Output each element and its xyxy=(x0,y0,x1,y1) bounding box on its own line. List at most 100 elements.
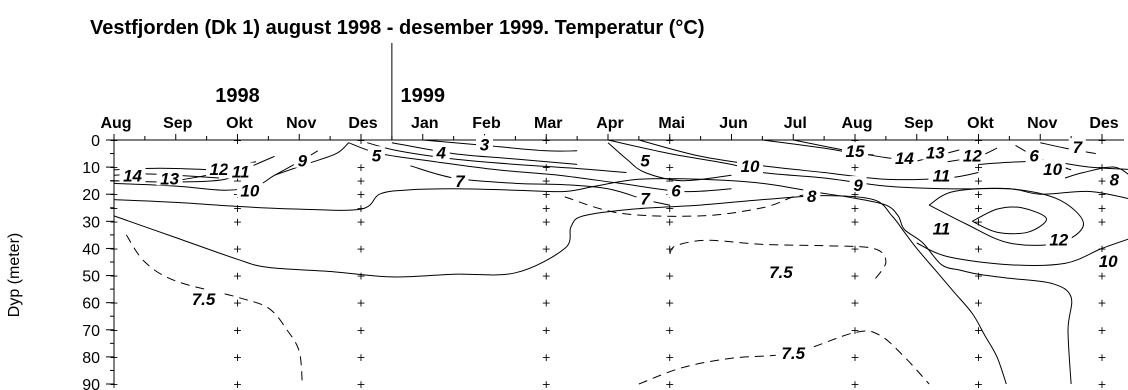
isotherm-10 xyxy=(916,238,1128,266)
station-marker: + xyxy=(109,242,118,255)
station-marker: + xyxy=(233,324,242,337)
station-marker: + xyxy=(109,270,118,283)
isotherm-label: 7.5 xyxy=(769,263,793,282)
isotherm-7 xyxy=(410,165,670,206)
station-marker: + xyxy=(974,297,983,310)
month-label: Jun xyxy=(719,115,747,132)
isotherm-4 xyxy=(391,142,578,165)
year-label: 1998 xyxy=(215,85,260,107)
station-marker: + xyxy=(850,161,859,174)
isotherm-5 xyxy=(607,142,732,182)
isotherm-label-bg xyxy=(667,181,685,198)
isotherm-10 xyxy=(607,139,1128,200)
station-marker: + xyxy=(850,270,859,283)
station-marker: + xyxy=(233,378,242,390)
y-tick-label: 10 xyxy=(82,160,100,177)
y-tick-label: 50 xyxy=(82,269,100,286)
station-marker: + xyxy=(665,351,674,364)
month-label: Aug xyxy=(841,115,872,132)
isotherm-label-bg xyxy=(119,166,146,183)
station-marker: + xyxy=(542,270,551,283)
y-tick-label: 60 xyxy=(82,296,100,313)
isotherm-label: 10 xyxy=(1099,252,1118,271)
station-marker: + xyxy=(233,297,242,310)
y-axis-label: Dyp (meter) xyxy=(6,233,23,317)
y-tick-label: 40 xyxy=(82,241,100,258)
month-label: Apr xyxy=(596,115,624,132)
month-label: Okt xyxy=(226,115,253,132)
station-marker: + xyxy=(850,134,859,147)
month-label: Okt xyxy=(967,115,994,132)
month-label: Nov xyxy=(1027,115,1057,132)
isotherm-label-bg xyxy=(293,151,311,168)
station-marker: + xyxy=(542,202,551,215)
station-marker: + xyxy=(233,215,242,228)
isotherm-label: 11 xyxy=(933,219,951,238)
isotherm-label: 12 xyxy=(963,146,982,165)
isotherm-3 xyxy=(422,139,578,152)
isotherm-8 xyxy=(113,195,1007,385)
station-marker: + xyxy=(109,378,118,390)
year-label: 1999 xyxy=(401,85,446,107)
isotherm-label: 4 xyxy=(436,144,447,163)
isotherm-label: 9 xyxy=(298,152,308,171)
station-marker: + xyxy=(109,351,118,364)
isotherm-label: 10 xyxy=(1043,160,1062,179)
y-tick-label: 70 xyxy=(82,323,100,340)
station-marker: + xyxy=(233,270,242,283)
isotherm-label-bg xyxy=(737,157,764,174)
isotherm-label: 13 xyxy=(926,144,945,163)
isotherm-label: 10 xyxy=(240,182,259,201)
isotherm-label: 7 xyxy=(1073,138,1084,157)
y-tick-label: 90 xyxy=(82,377,100,390)
isotherm-label: 5 xyxy=(372,146,382,165)
station-marker: + xyxy=(356,324,365,337)
station-marker: + xyxy=(1097,134,1106,147)
station-marker: + xyxy=(850,215,859,228)
isotherm-12 xyxy=(972,206,1047,235)
isotherm-label-bg xyxy=(928,219,955,236)
station-marker: + xyxy=(109,134,118,147)
station-marker: + xyxy=(974,175,983,188)
station-marker: + xyxy=(109,297,118,310)
station-marker: + xyxy=(1097,297,1106,310)
isotherm-7.5 xyxy=(125,234,303,385)
station-marker: + xyxy=(542,175,551,188)
station-marker: + xyxy=(850,188,859,201)
isotherm-label-bg xyxy=(775,344,811,361)
station-marker: + xyxy=(356,378,365,390)
station-marker: + xyxy=(1097,351,1106,364)
isotherm-label-bg xyxy=(1105,170,1123,187)
isotherm-label: 12 xyxy=(1049,230,1068,249)
station-marker: + xyxy=(356,161,365,174)
sampling-stations: ++++++++++++++++++++++++++++++++++++++++… xyxy=(109,134,1106,390)
isotherm-label-bg xyxy=(928,166,955,183)
isotherm-label: 6 xyxy=(1029,146,1039,165)
station-marker: + xyxy=(850,351,859,364)
isotherm-label-bg xyxy=(1045,230,1072,247)
station-marker: + xyxy=(665,215,674,228)
isotherm-label: 12 xyxy=(210,160,229,179)
station-marker: + xyxy=(109,324,118,337)
isotherm-label-bg xyxy=(1068,138,1086,155)
isotherm-label: 7 xyxy=(640,190,651,209)
isotherm-7.5 xyxy=(669,239,887,282)
station-marker: + xyxy=(974,242,983,255)
station-marker: + xyxy=(1097,324,1106,337)
station-marker: + xyxy=(665,134,674,147)
isotherm-label: 5 xyxy=(640,152,650,171)
isotherm-label: 13 xyxy=(160,169,179,188)
isotherm-7 xyxy=(1040,142,1096,155)
station-marker: + xyxy=(974,324,983,337)
month-label: Mai xyxy=(658,115,685,132)
isotherm-11 xyxy=(928,187,1085,246)
month-label: Des xyxy=(348,115,377,132)
station-marker: + xyxy=(109,202,118,215)
station-marker: + xyxy=(974,351,983,364)
isotherm-label-bg xyxy=(803,186,821,203)
station-marker: + xyxy=(542,297,551,310)
station-marker: + xyxy=(356,202,365,215)
y-tick-label: 20 xyxy=(82,187,100,204)
